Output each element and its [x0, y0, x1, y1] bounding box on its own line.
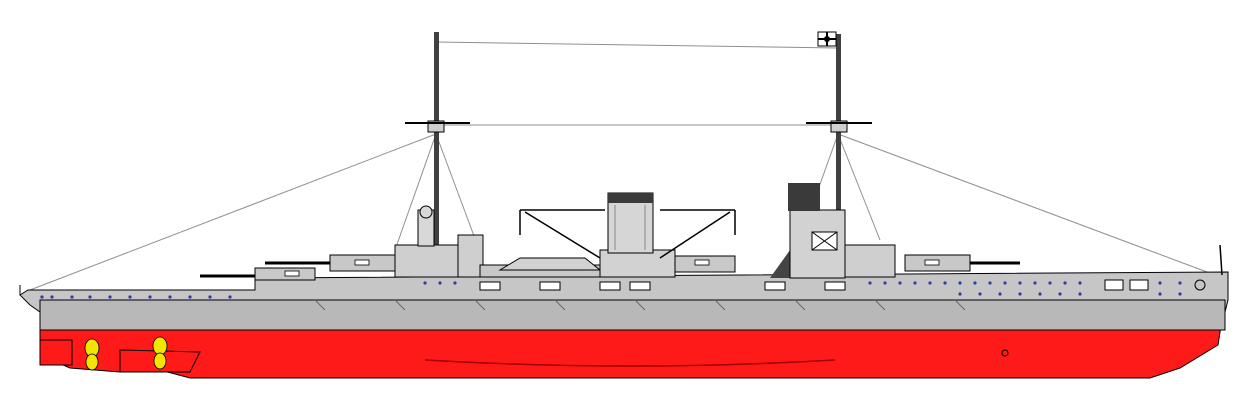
aft-turret-high: [265, 254, 396, 272]
anchor-hawse: [1194, 279, 1206, 291]
main-mast: [806, 34, 872, 254]
funnel: [607, 192, 654, 254]
armour-belt: [39, 299, 1226, 331]
hull-marker: [1001, 349, 1009, 357]
forward-superstructure: [770, 183, 896, 279]
bilge-keel: [424, 359, 836, 367]
wing-turret: [674, 255, 736, 273]
propeller-fwd: [152, 336, 168, 370]
casemate-guns: [479, 279, 1149, 291]
belt-plates: [314, 299, 966, 311]
boat-cranes: [519, 209, 736, 259]
rigging: [29, 41, 1216, 291]
jackstaff: [1219, 244, 1223, 276]
aft-turret-low: [200, 267, 316, 281]
aft-superstructure: [394, 205, 484, 278]
fore-mast: [405, 32, 470, 272]
portholes: [40, 281, 1182, 299]
rudder: [39, 339, 73, 366]
ensign-flag: [817, 31, 837, 47]
midships: [479, 249, 676, 278]
propeller-aft: [84, 338, 100, 371]
forward-turret-high: [904, 254, 1020, 272]
